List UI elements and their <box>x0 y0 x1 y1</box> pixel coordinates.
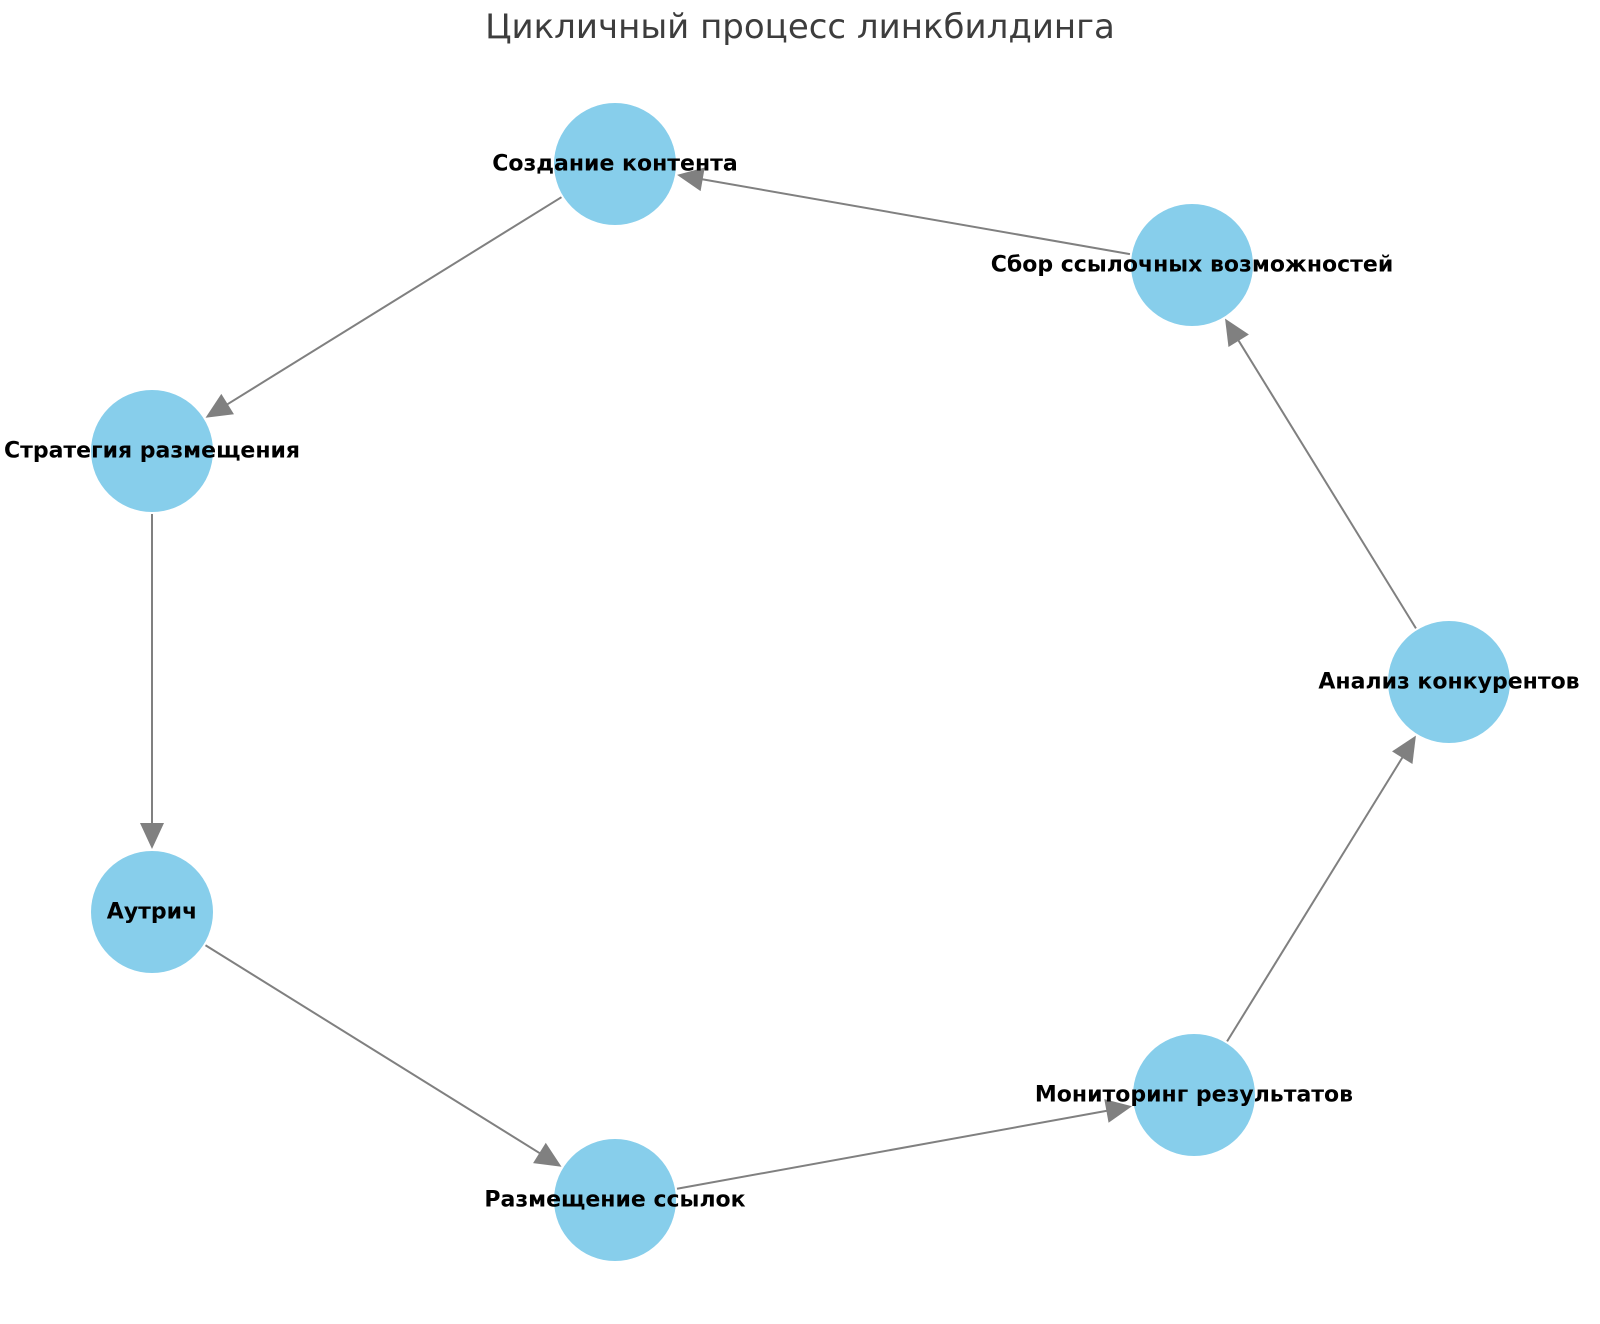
edge-content-creation-to-placement-strategy <box>225 196 562 407</box>
node-label-link-placement: Размещение ссылок <box>484 1188 745 1213</box>
node-label-outreach: Аутрич <box>107 900 197 925</box>
arrowhead-placement-strategy-to-outreach <box>140 823 164 849</box>
diagram-title: Цикличный процесс линкбилдинга <box>485 7 1115 47</box>
arrowhead-outreach-to-link-placement <box>533 1142 562 1167</box>
arrowhead-link-opportunities-to-content-creation <box>677 167 705 192</box>
arrowhead-link-placement-to-results-monitoring <box>1104 1099 1133 1123</box>
edge-results-monitoring-to-competitor-analysis <box>1226 755 1405 1042</box>
node-outreach <box>91 851 213 973</box>
edge-link-opportunities-to-content-creation <box>700 178 1131 256</box>
node-content-creation <box>554 103 676 225</box>
node-label-competitor-analysis: Анализ конкурентов <box>1318 670 1579 695</box>
edge-link-placement-to-results-monitoring <box>676 1109 1109 1190</box>
node-placement-strategy <box>91 390 213 512</box>
arrowhead-content-creation-to-placement-strategy <box>205 393 234 418</box>
node-label-content-creation: Создание контента <box>492 152 738 177</box>
arrowhead-competitor-analysis-to-link-opportunities <box>1225 318 1249 348</box>
node-label-results-monitoring: Мониторинг результатов <box>1035 1083 1353 1108</box>
node-link-placement <box>554 1139 676 1261</box>
edge-outreach-to-link-placement <box>204 944 542 1155</box>
node-results-monitoring <box>1133 1034 1255 1156</box>
node-label-link-opportunities: Сбор ссылочных возможностей <box>991 253 1394 278</box>
node-competitor-analysis <box>1388 621 1510 743</box>
arrowhead-results-monitoring-to-competitor-analysis <box>1392 735 1416 765</box>
node-label-placement-strategy: Стратегия размещения <box>4 439 300 464</box>
node-link-opportunities <box>1131 204 1253 326</box>
nodes-layer <box>91 103 1510 1261</box>
edge-competitor-analysis-to-link-opportunities <box>1236 338 1417 629</box>
edges-layer <box>140 167 1417 1190</box>
